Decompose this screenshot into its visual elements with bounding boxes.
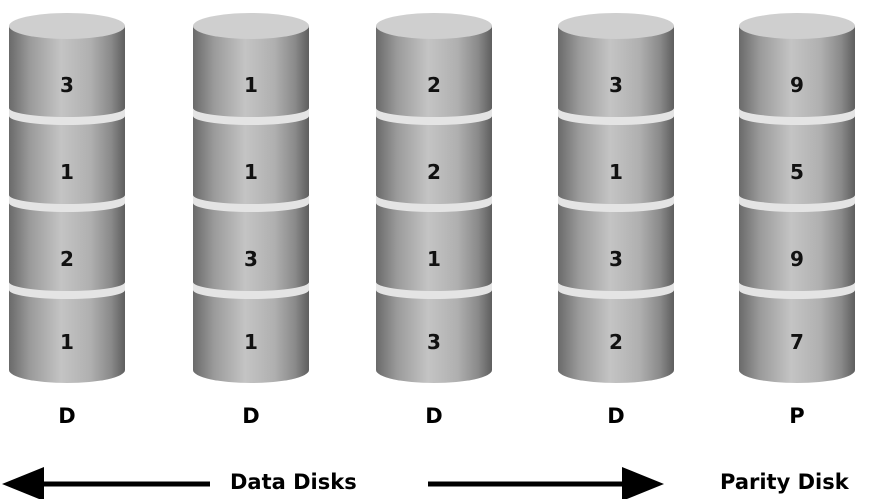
block-value: 2 bbox=[609, 330, 623, 354]
block-value: 5 bbox=[790, 160, 804, 184]
block-value: 9 bbox=[790, 247, 804, 271]
data-disk-4: 3 1 3 2 bbox=[557, 12, 675, 384]
block-value: 1 bbox=[60, 330, 74, 354]
disk-cylinder bbox=[558, 13, 674, 383]
parity-disk-caption: Parity Disk bbox=[720, 470, 849, 494]
block-value: 7 bbox=[790, 330, 804, 354]
disk-cylinder bbox=[193, 13, 309, 383]
block-value: 1 bbox=[60, 160, 74, 184]
block-value: 1 bbox=[244, 73, 258, 97]
block-value: 1 bbox=[244, 160, 258, 184]
disk-cylinder bbox=[9, 13, 125, 383]
block-value: 3 bbox=[244, 247, 258, 271]
block-value: 3 bbox=[427, 330, 441, 354]
data-disks-caption: Data Disks bbox=[230, 470, 357, 494]
disk-type-label: D bbox=[58, 404, 76, 428]
double-arrow-icon bbox=[2, 467, 664, 499]
block-value: 9 bbox=[790, 73, 804, 97]
data-disk-1: 3 1 2 1 bbox=[8, 12, 126, 384]
block-value: 3 bbox=[609, 247, 623, 271]
disk-type-label: D bbox=[242, 404, 260, 428]
block-value: 3 bbox=[609, 73, 623, 97]
disk-type-label: D bbox=[425, 404, 443, 428]
block-value: 2 bbox=[427, 160, 441, 184]
block-value: 1 bbox=[427, 247, 441, 271]
disk-cylinder bbox=[739, 13, 855, 383]
block-value: 1 bbox=[244, 330, 258, 354]
disk-cylinder bbox=[376, 13, 492, 383]
block-value: 3 bbox=[60, 73, 74, 97]
parity-disk: 9 5 9 7 bbox=[738, 12, 856, 384]
block-value: 2 bbox=[60, 247, 74, 271]
data-disk-3: 2 2 1 3 bbox=[375, 12, 493, 384]
block-value: 2 bbox=[427, 73, 441, 97]
disk-type-label: D bbox=[607, 404, 625, 428]
disk-type-label: P bbox=[789, 404, 805, 428]
block-value: 1 bbox=[609, 160, 623, 184]
data-disk-2: 1 1 3 1 bbox=[192, 12, 310, 384]
